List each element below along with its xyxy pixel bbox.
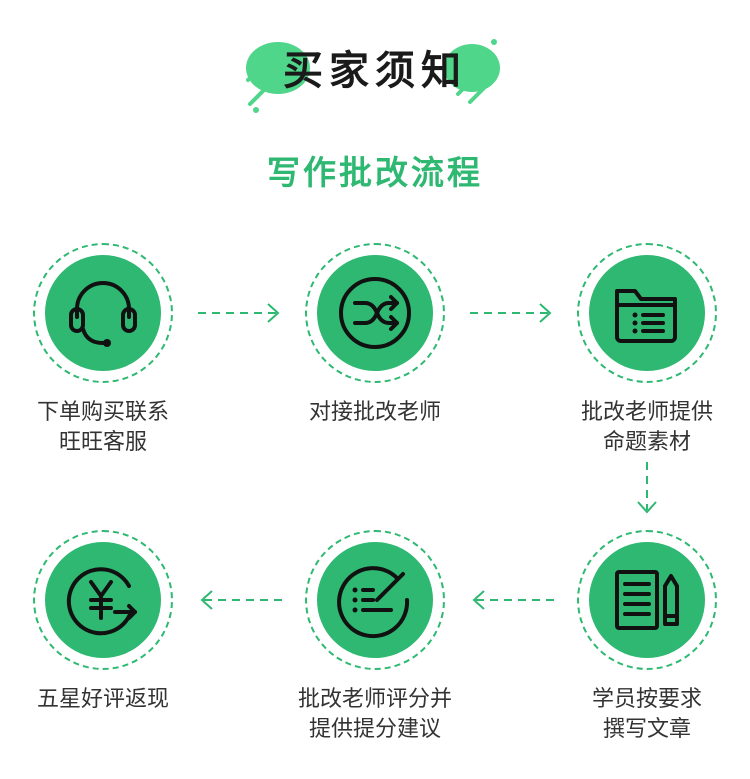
shuffle-icon	[339, 277, 411, 349]
step-3-label: 批改老师提供 命题素材	[580, 400, 713, 455]
step-ring	[577, 530, 717, 670]
step-4	[577, 530, 717, 670]
arrow-left-icon	[200, 590, 282, 610]
document-pencil-icon	[615, 570, 679, 630]
step-2-label: 对接批改老师	[308, 400, 441, 425]
step-3	[577, 243, 717, 383]
folder-list-icon	[615, 289, 677, 343]
step-ring	[33, 243, 173, 383]
arrow-down-icon	[637, 462, 657, 514]
page-title: 买家须知	[283, 48, 467, 94]
step-1-label: 下单购买联系 旺旺客服	[36, 400, 169, 455]
step-5	[305, 530, 445, 670]
arrow-right-icon	[198, 303, 280, 323]
step-1	[33, 243, 173, 383]
headset-icon	[69, 281, 137, 347]
page-subtitle: 写作批改流程	[267, 153, 483, 192]
title-decoration	[246, 39, 500, 113]
check-list-icon	[337, 566, 410, 639]
step-ring	[577, 243, 717, 383]
step-5-label: 批改老师评分并 提供提分建议	[297, 687, 452, 742]
yuan-return-icon	[66, 567, 137, 636]
step-2	[305, 243, 445, 383]
step-disc	[45, 255, 161, 371]
step-6-label: 五星好评返现	[36, 687, 169, 712]
step-disc	[589, 542, 705, 658]
step-4-label: 学员按要求 撰写文章	[591, 687, 702, 742]
step-ring	[33, 530, 173, 670]
arrow-right-icon	[470, 303, 552, 323]
step-ring	[305, 530, 445, 670]
step-6	[33, 530, 173, 670]
step-ring	[305, 243, 445, 383]
arrow-left-icon	[472, 590, 554, 610]
